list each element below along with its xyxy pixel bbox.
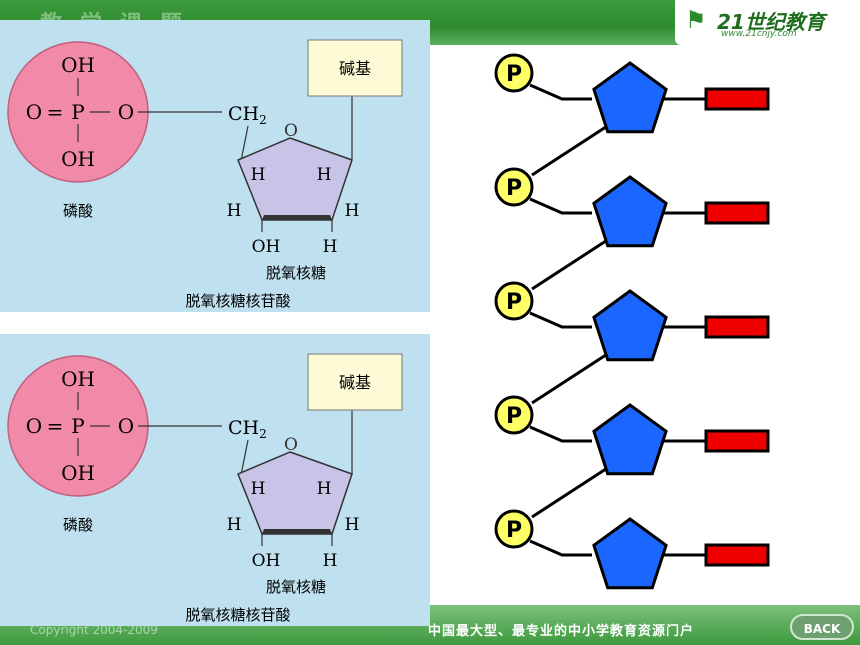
base-rect (704, 201, 770, 225)
back-label: BACK (803, 622, 841, 636)
phosphate-sugar-bond (529, 311, 592, 329)
h-bottom: H (323, 237, 338, 257)
h-right-inner: H (317, 165, 332, 185)
nucleotide-label: 脱氧核糖核苷酸 (185, 292, 290, 310)
ring-bold-edge (262, 529, 332, 534)
phosphate-circle (494, 167, 534, 207)
phosphate-circle (494, 509, 534, 549)
phosphate-sugar-bond (529, 539, 592, 557)
base-rect (704, 315, 770, 339)
site-logo[interactable]: ⚑ 21世纪教育 www.21cnjy.com (675, 0, 860, 45)
phosphate-letter: P (506, 62, 522, 87)
phosphate-o-left: O (26, 100, 42, 124)
sugar-label: 脱氧核糖 (266, 264, 326, 282)
phosphate-sugar-bond (529, 197, 592, 215)
ch2-group: CH2 (228, 417, 267, 441)
phosphate-oh-bottom: OH (61, 461, 95, 485)
h-left-outer: H (227, 201, 242, 221)
copyright-text: Copyright 2004-2009 (30, 623, 158, 637)
phosphate-label: 磷酸 (63, 516, 93, 534)
oh-bottom: OH (252, 551, 281, 571)
logo-brand: 21世纪教育 (717, 10, 825, 34)
phosphate-o-right: O (118, 414, 134, 438)
back-button[interactable]: BACK (790, 614, 854, 640)
phosphate-p: P (71, 100, 84, 124)
h-right-outer: H (345, 201, 360, 221)
phosphate-label: 磷酸 (63, 202, 93, 220)
deoxyribose-pentagon (592, 517, 668, 590)
phosphate-oh-top: OH (61, 53, 95, 77)
double-bond: = (47, 414, 64, 438)
base-label: 碱基 (339, 59, 371, 78)
base-rect (704, 543, 770, 567)
deoxyribose-pentagon (592, 403, 668, 476)
phosphate-oh-bottom: OH (61, 147, 95, 171)
h-bottom: H (323, 551, 338, 571)
phosphate-letter: P (506, 290, 522, 315)
deoxyribose-pentagon (592, 175, 668, 248)
base-label: 碱基 (339, 373, 371, 392)
sugar-phosphate-bond (531, 463, 613, 519)
phosphate-letter: P (506, 518, 522, 543)
nucleotide-diagram-1: OH O = P O OH 磷酸 CH2 O H H H H OH H 碱基 脱… (0, 20, 430, 312)
phosphate-sugar-bond (529, 425, 592, 443)
phosphate-circle (494, 53, 534, 93)
nucleotide-label: 脱氧核糖核苷酸 (185, 606, 290, 624)
phosphate-o-right: O (118, 100, 134, 124)
phosphate-circle (494, 395, 534, 435)
phosphate-circle (494, 281, 534, 321)
h-left-outer: H (227, 515, 242, 535)
base-rect (704, 87, 770, 111)
ring-oxygen: O (284, 121, 298, 141)
polynucleotide-chain: P P P P P (480, 45, 800, 605)
logo-url: www.21cnjy.com (721, 29, 797, 39)
base-rect (704, 429, 770, 453)
runner-icon: ⚑ (685, 6, 707, 34)
h-left-inner: H (251, 165, 266, 185)
base-box (307, 353, 403, 411)
sugar-phosphate-bond (531, 121, 613, 177)
ch2-group: CH2 (228, 103, 267, 127)
phosphate-letter: P (506, 176, 522, 201)
nucleotide-diagram-2: OH O = P O OH 磷酸 CH2 O H H H H OH H 碱基 脱… (0, 334, 430, 626)
deoxyribose-pentagon (592, 61, 668, 134)
h-left-inner: H (251, 479, 266, 499)
phosphate-sugar-bond (529, 83, 592, 101)
sugar-phosphate-bond (531, 349, 613, 405)
ring-bold-edge (262, 215, 332, 220)
sugar-phosphate-bond (531, 235, 613, 291)
deoxyribose-pentagon (592, 289, 668, 362)
oh-bottom: OH (252, 237, 281, 257)
phosphate-o-left: O (26, 414, 42, 438)
base-box (307, 39, 403, 97)
phosphate-letter: P (506, 404, 522, 429)
footer-slogan: 中国最大型、最专业的中小学教育资源门户 (428, 624, 695, 639)
h-right-outer: H (345, 515, 360, 535)
double-bond: = (47, 100, 64, 124)
h-right-inner: H (317, 479, 332, 499)
phosphate-p: P (71, 414, 84, 438)
phosphate-oh-top: OH (61, 367, 95, 391)
sugar-label: 脱氧核糖 (266, 578, 326, 596)
ring-oxygen: O (284, 435, 298, 455)
